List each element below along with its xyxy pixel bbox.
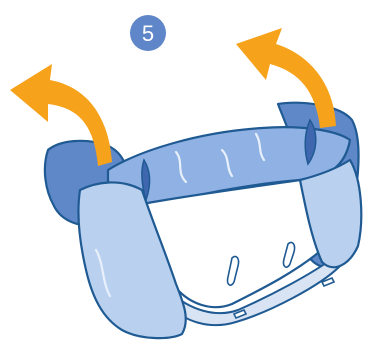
step-number: 5 bbox=[142, 21, 154, 46]
step-badge: 5 bbox=[130, 15, 166, 51]
